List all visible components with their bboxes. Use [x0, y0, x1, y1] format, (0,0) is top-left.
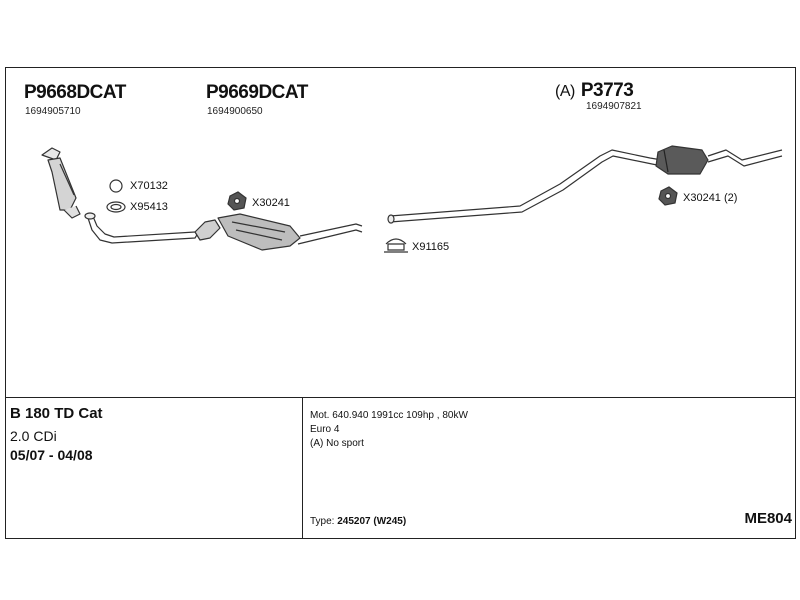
oe-number-p3773: 1694907821	[586, 101, 642, 112]
hanger-icon-x30241-2[interactable]	[658, 186, 678, 206]
clamp-icon-x91165[interactable]	[384, 238, 408, 253]
vehicle-engine: 2.0 CDi	[10, 428, 57, 444]
divider-horizontal	[5, 397, 796, 398]
vehicle-type: Type: 245207 (W245)	[310, 516, 406, 527]
spec-note: (A) No sport	[310, 438, 364, 449]
oe-number-p9668dcat: 1694905710	[25, 106, 81, 117]
vehicle-model: B 180 TD Cat	[10, 405, 103, 422]
part-number-p3773-text: P3773	[580, 80, 634, 101]
diagram-frame	[5, 67, 796, 539]
fitting-label-x30241-2[interactable]: X30241 (2)	[683, 192, 738, 204]
diagram-code: ME804	[744, 510, 792, 527]
centre-catalyst-p9669dcat[interactable]	[194, 213, 363, 251]
oe-number-p9669dcat: 1694900650	[207, 106, 263, 117]
rear-silencer-p3773[interactable]	[387, 145, 783, 224]
spec-euro: Euro 4	[310, 424, 340, 435]
part-number-p9669dcat[interactable]: P9669DCAT	[206, 82, 308, 103]
vehicle-type-value: 245207 (W245)	[337, 516, 407, 527]
vehicle-type-label: Type:	[310, 516, 335, 527]
fitting-label-x70132[interactable]: X70132	[130, 180, 168, 192]
fitting-label-x91165[interactable]: X91165	[412, 241, 450, 253]
fitting-label-x30241[interactable]: X30241	[252, 197, 290, 209]
clamp-icon-x95413[interactable]	[106, 201, 126, 213]
part-number-p3773[interactable]: (A) P3773	[555, 80, 634, 102]
vehicle-years: 05/07 - 04/08	[10, 447, 93, 463]
divider-vertical	[302, 397, 303, 539]
fitting-label-x95413[interactable]: X95413	[130, 201, 168, 213]
ring-icon-x70132[interactable]	[109, 179, 123, 193]
part-number-p9668dcat[interactable]: P9668DCAT	[24, 82, 126, 103]
front-catalyst-p9668dcat[interactable]	[41, 147, 201, 244]
spec-motor: Mot. 640.940 1991cc 109hp , 80kW	[310, 410, 468, 421]
part-variant-prefix: (A)	[555, 83, 575, 100]
hanger-icon-x30241[interactable]	[227, 191, 247, 211]
